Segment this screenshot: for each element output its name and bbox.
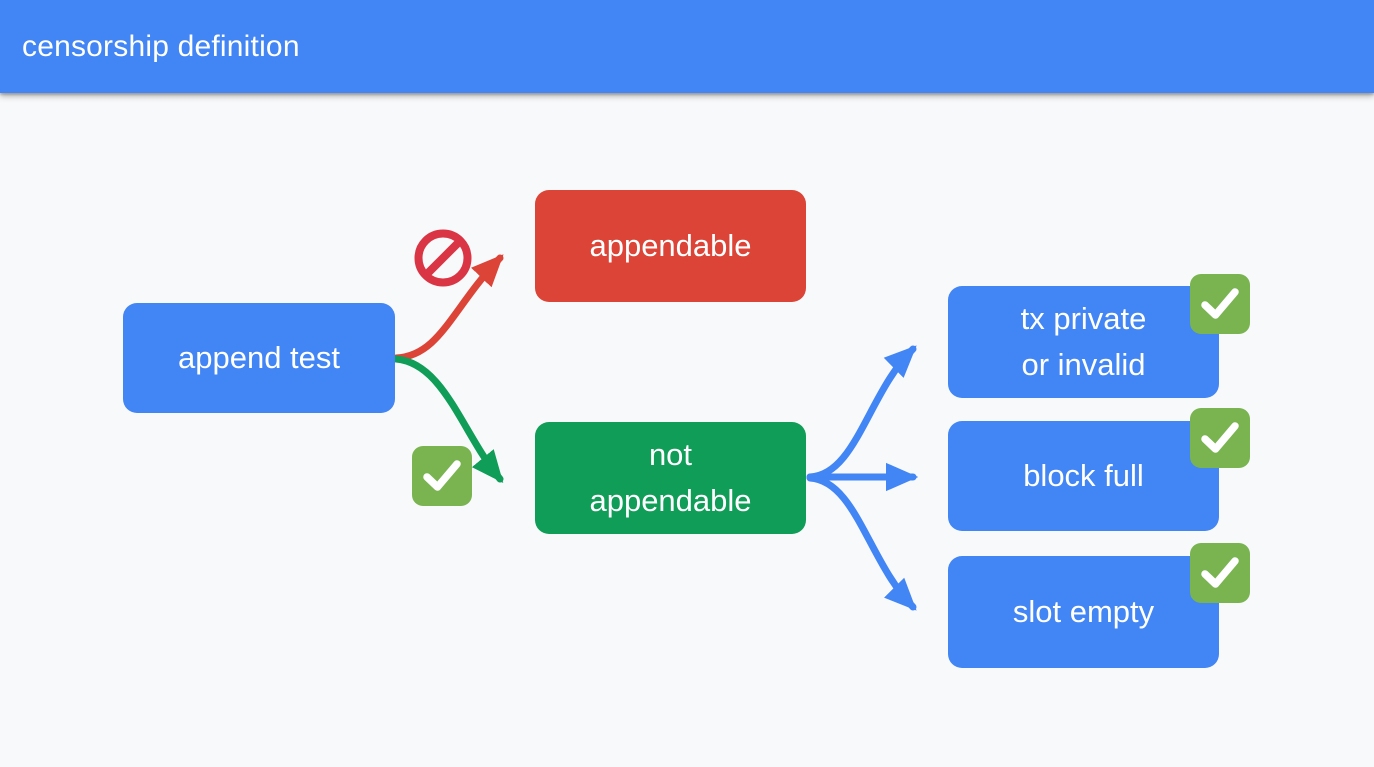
check-icon-branch-not-appendable [412, 446, 472, 506]
node-append-test-label: append test [177, 340, 341, 376]
node-tx-private-or-invalid-label: tx private or invalid [1020, 301, 1147, 382]
diagram-canvas: append test appendable not appendable tx… [0, 93, 1374, 767]
node-tx-private-or-invalid[interactable]: tx private or invalid [948, 286, 1219, 398]
edge-not-appendable-to-tx-private [806, 345, 917, 481]
page-title: censorship definition [22, 29, 300, 63]
check-icon-tx-private [1190, 274, 1250, 334]
node-not-appendable[interactable]: not appendable [535, 422, 806, 534]
node-not-appendable-label: not appendable [589, 437, 752, 518]
node-appendable-label: appendable [589, 228, 752, 264]
check-icon-slot-empty [1190, 543, 1250, 603]
node-append-test[interactable]: append test [123, 303, 395, 413]
check-icon-block-full [1190, 408, 1250, 468]
node-appendable[interactable]: appendable [535, 190, 806, 302]
node-block-full[interactable]: block full [948, 421, 1219, 531]
prohibited-icon [414, 229, 472, 287]
node-slot-empty-label: slot empty [1012, 594, 1155, 630]
node-slot-empty[interactable]: slot empty [948, 556, 1219, 668]
app-header: censorship definition [0, 0, 1374, 93]
edge-not-appendable-to-slot-empty [806, 474, 917, 611]
node-block-full-label: block full [1023, 458, 1144, 494]
